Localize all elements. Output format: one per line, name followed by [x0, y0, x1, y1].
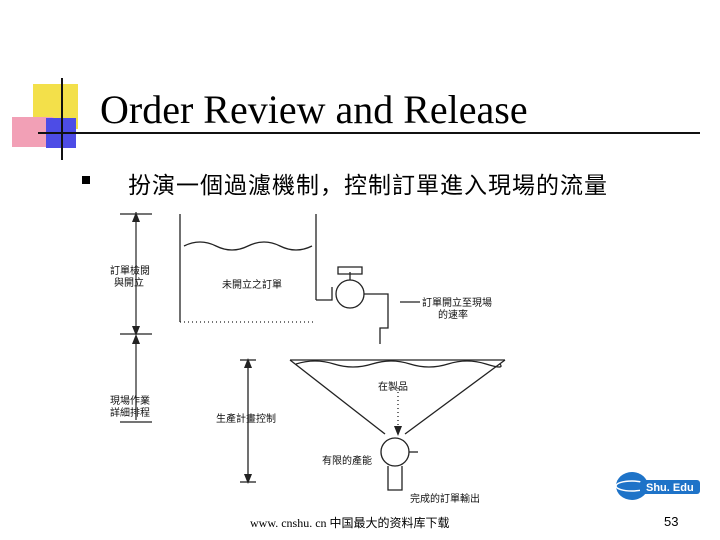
- label-production-control: 生產計畫控制: [216, 412, 276, 425]
- globe-icon: [616, 472, 648, 500]
- footer-text: www. cnshu. cn 中国最大的资料库下载: [250, 516, 450, 530]
- label-shop-floor-line1: 現場作業: [110, 394, 150, 407]
- bullet-text: 扮演一個過濾機制，控制訂單進入現場的流量: [128, 173, 608, 199]
- logo-text: Shu. Edu: [646, 482, 694, 494]
- order-release-diagram: 訂單檢閱 與開立 未開立之訂單 訂單開立至現場 的速率 現場作業 詳細排程 在製…: [110, 212, 506, 505]
- label-order-review-line1: 訂單檢閱: [110, 264, 150, 277]
- label-release-rate-line1: 訂單開立至現場: [422, 296, 492, 309]
- label-unreleased-orders: 未開立之訂單: [222, 278, 282, 291]
- page-title: Order Review and Release: [100, 87, 528, 132]
- decor-vertical-line: [61, 78, 63, 160]
- page-number: 53: [664, 514, 679, 529]
- label-shop-floor-line2: 詳細排程: [110, 406, 150, 419]
- label-limited-capacity: 有限的產能: [322, 454, 372, 467]
- label-completed-orders: 完成的訂單輸出: [410, 492, 480, 505]
- label-order-review-line2: 與開立: [114, 276, 144, 289]
- decor-horizontal-line: [38, 132, 700, 134]
- label-wip: 在製品: [378, 380, 408, 393]
- label-release-rate-line2: 的速率: [438, 308, 468, 321]
- shu-edu-logo: Shu. Edu: [615, 472, 700, 500]
- bullet-icon: [82, 176, 90, 184]
